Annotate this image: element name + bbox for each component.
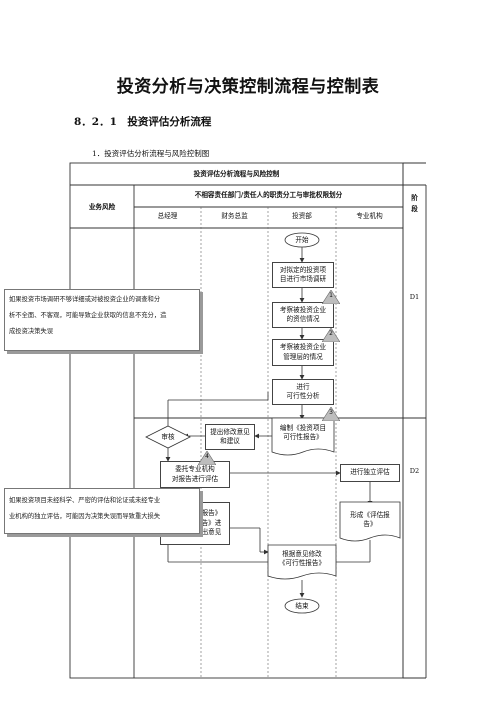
stage-d2: D2 <box>409 467 420 475</box>
column-professional-agency: 专业机构 <box>356 212 383 220</box>
risk-callout-1: 如果投资市场调研不够详细或对被投资企业的调查和分 析不全面、不客观，可能导致企业… <box>4 289 200 351</box>
end-label: 结束 <box>295 602 309 610</box>
stage-column-header: 阶段 <box>411 194 418 213</box>
column-cfo: 财务总监 <box>221 212 248 220</box>
revised-report-doc-shape <box>267 544 337 580</box>
compile-report-step: 编制《投资项目可行性报告》 <box>279 424 327 441</box>
column-general-manager: 总经理 <box>157 212 178 220</box>
feasibility-report-doc-shape <box>271 417 335 456</box>
independent-evaluation-step: 进行独立评估 <box>340 464 400 482</box>
end-terminal <box>284 598 320 614</box>
evaluation-report-step: 形成《评估报告》 <box>350 511 390 528</box>
start-label: 开始 <box>295 236 309 244</box>
start-terminal <box>284 232 320 248</box>
risk-marker-3: 3 <box>321 406 341 422</box>
revise-report-step: 根据意见修改《可行性报告》 <box>278 550 326 567</box>
review-diamond <box>145 425 191 449</box>
department-header: 不相容责任部门/责任人的职责分工与审批权限划分 <box>194 191 343 199</box>
risk-callout-2: 如果投资项目未经科学、严密的评估和论证或未经专业 业机构的独立评估，可能因为决策… <box>4 488 200 534</box>
figure-caption: 1．投资评估分析流程与风险控制图 <box>92 149 210 158</box>
page-title: 投资分析与决策控制流程与控制表 <box>116 77 380 97</box>
review-label: 审核 <box>161 433 175 441</box>
risk-marker-1: 1 <box>321 289 341 305</box>
risk-column-header: 业务风险 <box>88 203 116 211</box>
column-investment-dept: 投资部 <box>292 212 312 220</box>
entrust-agency-step: 委托专业机构对报告进行评估 <box>160 461 230 488</box>
stage-d1: D1 <box>409 293 420 301</box>
revision-suggestions-step: 提出修改意见和建议 <box>205 424 255 450</box>
market-research-step: 对拟定的投资项目进行市场调研 <box>272 262 334 288</box>
risk-marker-2: 2 <box>321 327 341 343</box>
section-heading: 8．2．1 投资评估分析流程 <box>74 116 212 128</box>
feasibility-analysis-step: 进行可行性分析 <box>272 379 334 405</box>
management-check-step: 考察被投资企业管理层的情况 <box>272 339 334 366</box>
table-header: 投资评估分析流程与风险控制 <box>193 170 280 178</box>
credit-check-step: 考察被投资企业的资信情况 <box>272 302 334 328</box>
evaluation-report-doc-shape <box>339 501 401 542</box>
risk-marker-4: 4 <box>197 450 217 466</box>
